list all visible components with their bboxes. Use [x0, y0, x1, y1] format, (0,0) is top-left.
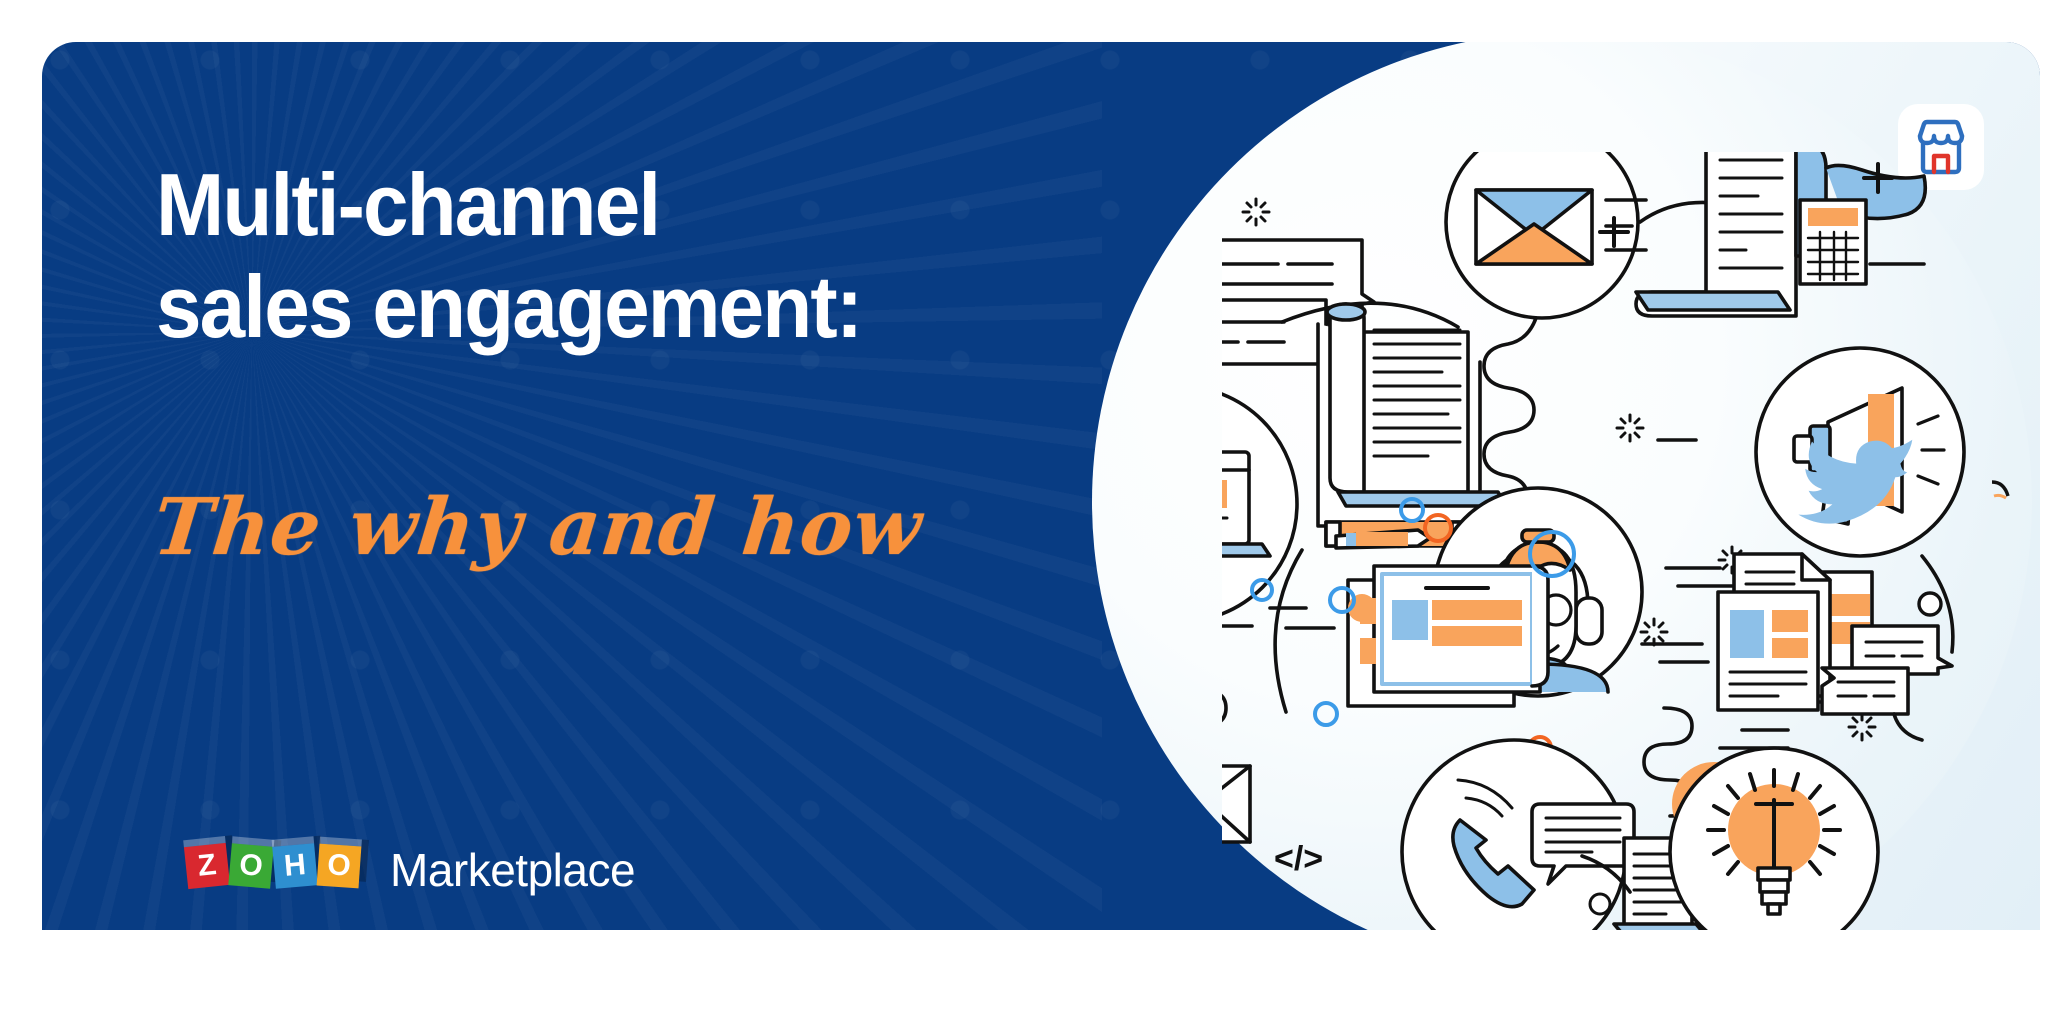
- illustration-svg: </>: [1222, 152, 2010, 930]
- lightbulb-icon: [1668, 746, 1880, 930]
- illustration-collage: </>: [1222, 152, 2040, 930]
- decorative-circles: [1250, 497, 1576, 761]
- banner-card: Multi-channel sales engagement: The why …: [42, 42, 2040, 930]
- invoice-calculator-icon: [1598, 152, 1928, 318]
- zoho-marketplace-logo[interactable]: Z O H O Marketplace: [183, 839, 636, 901]
- chat-bubble-icon: [1222, 298, 1328, 366]
- chat-bubble-icon: [1850, 624, 1954, 676]
- design-mockup-icon: [1273, 528, 1550, 714]
- swoosh-accent: [1993, 493, 2007, 500]
- pipe-squiggle: [1222, 693, 1228, 723]
- storefront-badge: [1898, 104, 1984, 190]
- laptop-webpage-icon: [1222, 392, 1299, 616]
- connector-line: [1920, 554, 1955, 654]
- swoosh-line: [1991, 480, 2010, 497]
- page-title: Multi-channel sales engagement:: [156, 155, 863, 357]
- storefront-icon: [1917, 119, 1965, 175]
- email-envelope-icon: [1444, 152, 1648, 320]
- zoho-logo: Z O H O: [183, 839, 368, 901]
- twitter-bird-icon: [1798, 439, 1913, 524]
- chat-bubble-icon: [1820, 666, 1924, 742]
- subtitle-script: The why and how: [149, 482, 927, 573]
- mail-envelope-icon: [1222, 764, 1252, 844]
- zoho-letter-o1: O: [228, 843, 274, 889]
- zoho-letter-o2: O: [316, 843, 362, 889]
- plus-icon: [1598, 216, 1630, 248]
- product-name-label: Marketplace: [390, 844, 636, 896]
- code-tag-icon: </>: [1274, 840, 1323, 878]
- phone-chat-icon: [1400, 738, 1636, 930]
- zoho-letter-z: Z: [183, 842, 231, 890]
- zoho-letter-h: H: [272, 843, 318, 889]
- plus-icon: [1862, 162, 1894, 194]
- dash-marks: [1222, 438, 1790, 750]
- squiggle-connector: [1482, 316, 1538, 502]
- scroll-document-pencil-icon: [1280, 301, 1508, 548]
- chat-bubble-icon: [1222, 238, 1376, 310]
